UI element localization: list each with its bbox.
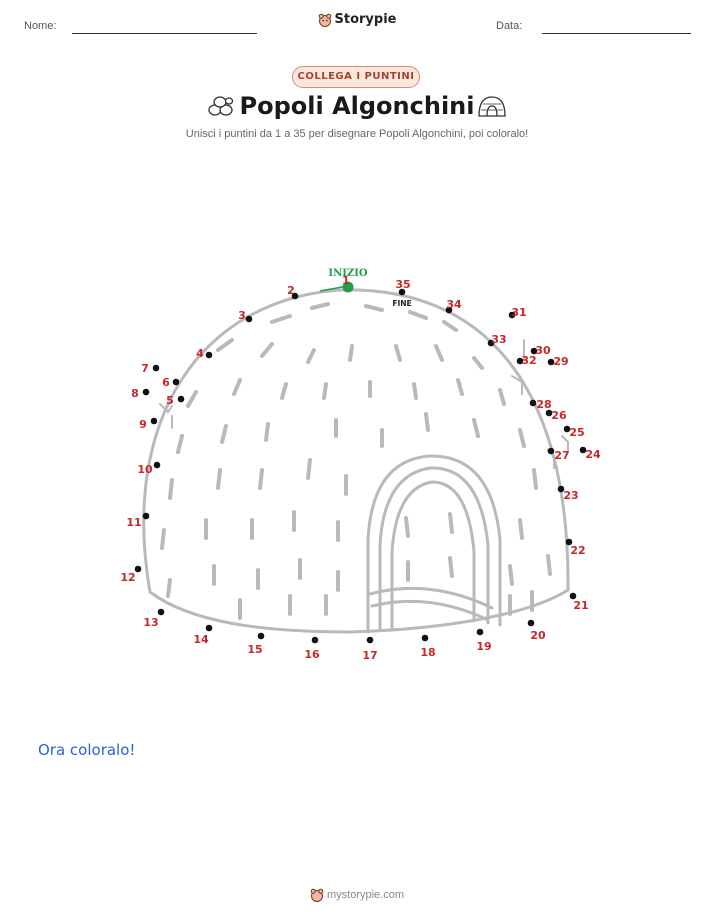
dot-number-13: 13 xyxy=(143,616,158,629)
dot-22[interactable] xyxy=(565,538,573,546)
dot-6[interactable] xyxy=(172,378,180,386)
dot-3[interactable] xyxy=(245,315,253,323)
dot-number-6: 6 xyxy=(162,376,170,389)
dot-29[interactable] xyxy=(547,358,555,366)
start-dot[interactable] xyxy=(342,281,354,293)
dot-33[interactable] xyxy=(487,339,495,347)
dot-16[interactable] xyxy=(311,636,319,644)
dot-number-33: 33 xyxy=(491,333,506,346)
dot-31[interactable] xyxy=(508,311,516,319)
dot-number-10: 10 xyxy=(137,463,153,476)
dot-14[interactable] xyxy=(205,624,213,632)
dot-19[interactable] xyxy=(476,628,484,636)
dot-34[interactable] xyxy=(445,306,453,314)
dot-number-24: 24 xyxy=(585,448,601,461)
dot-21[interactable] xyxy=(569,592,577,600)
dot-8[interactable] xyxy=(142,388,150,396)
dot-number-7: 7 xyxy=(141,362,149,375)
dot-35[interactable] xyxy=(398,288,406,296)
rock-pile-icon xyxy=(208,96,234,116)
name-label: Nome: xyxy=(24,20,57,32)
dot-number-1: 1 xyxy=(342,274,350,287)
dot-2[interactable] xyxy=(291,292,299,300)
date-line[interactable] xyxy=(542,33,691,34)
dot-20[interactable] xyxy=(527,619,535,627)
dot-13[interactable] xyxy=(157,608,165,616)
storypie-logo-icon xyxy=(318,13,331,27)
dot-number-20: 20 xyxy=(530,629,546,642)
name-line[interactable] xyxy=(72,33,257,34)
dot-number-28: 28 xyxy=(536,398,551,411)
dot-number-12: 12 xyxy=(120,571,135,584)
dot-number-18: 18 xyxy=(420,646,435,659)
page-title: Popoli Algonchini xyxy=(239,92,475,120)
dot-30[interactable] xyxy=(530,347,538,355)
activity-badge: COLLEGA I PUNTINI xyxy=(292,66,420,88)
dot-number-4: 4 xyxy=(196,347,204,360)
dot-number-8: 8 xyxy=(131,387,139,400)
dot-23[interactable] xyxy=(557,485,565,493)
date-label: Data: xyxy=(496,20,523,32)
dot-28[interactable] xyxy=(529,399,537,407)
dot-27[interactable] xyxy=(547,447,555,455)
dot-18[interactable] xyxy=(421,634,429,642)
dot-number-19: 19 xyxy=(476,640,491,653)
brand-name: Storypie xyxy=(334,12,397,27)
dot-26[interactable] xyxy=(545,409,553,417)
dot-number-2: 2 xyxy=(287,284,295,297)
dot-number-25: 25 xyxy=(569,426,584,439)
dot-number-16: 16 xyxy=(304,648,320,661)
footer-url[interactable]: mystorypie.com xyxy=(326,888,405,901)
igloo-icon xyxy=(478,96,506,117)
dot-7[interactable] xyxy=(152,364,160,372)
dot-4[interactable] xyxy=(205,351,213,359)
dot-number-9: 9 xyxy=(139,418,147,431)
brand: Storypie xyxy=(0,12,714,27)
dot-number-31: 31 xyxy=(511,306,526,319)
dot-9[interactable] xyxy=(150,417,158,425)
dot-number-35: 35 xyxy=(395,278,410,291)
end-label: FINE xyxy=(392,299,411,308)
dot-number-22: 22 xyxy=(570,544,585,557)
dot-11[interactable] xyxy=(142,512,150,520)
dot-24[interactable] xyxy=(579,446,587,454)
dot-number-3: 3 xyxy=(238,309,246,322)
dot-5[interactable] xyxy=(177,395,185,403)
footer: mystorypie.com xyxy=(0,888,714,902)
dot-number-11: 11 xyxy=(126,516,141,529)
igloo-illustration xyxy=(142,288,570,634)
dot-32[interactable] xyxy=(516,357,524,365)
dot-number-21: 21 xyxy=(573,599,588,612)
dot-12[interactable] xyxy=(134,565,142,573)
dot-number-17: 17 xyxy=(362,649,377,662)
dot-25[interactable] xyxy=(563,425,571,433)
dot-number-26: 26 xyxy=(551,409,567,422)
dot-number-30: 30 xyxy=(535,344,551,357)
dot-10[interactable] xyxy=(153,461,161,469)
instructions: Unisci i puntini da 1 a 35 per disegnare… xyxy=(185,128,529,140)
dot-15[interactable] xyxy=(257,632,265,640)
dot-number-5: 5 xyxy=(166,394,174,407)
outro-text: Ora coloralo! xyxy=(38,741,136,759)
storypie-footer-logo-icon xyxy=(310,888,324,902)
dot-number-27: 27 xyxy=(554,449,569,462)
dot-number-15: 15 xyxy=(247,643,262,656)
dot-number-14: 14 xyxy=(193,633,209,646)
dot-number-23: 23 xyxy=(563,489,578,502)
dot-number-34: 34 xyxy=(446,298,462,311)
dot-number-32: 32 xyxy=(521,354,536,367)
start-label: INIZIO xyxy=(328,268,367,279)
dot-number-29: 29 xyxy=(553,355,568,368)
dot-17[interactable] xyxy=(366,636,374,644)
